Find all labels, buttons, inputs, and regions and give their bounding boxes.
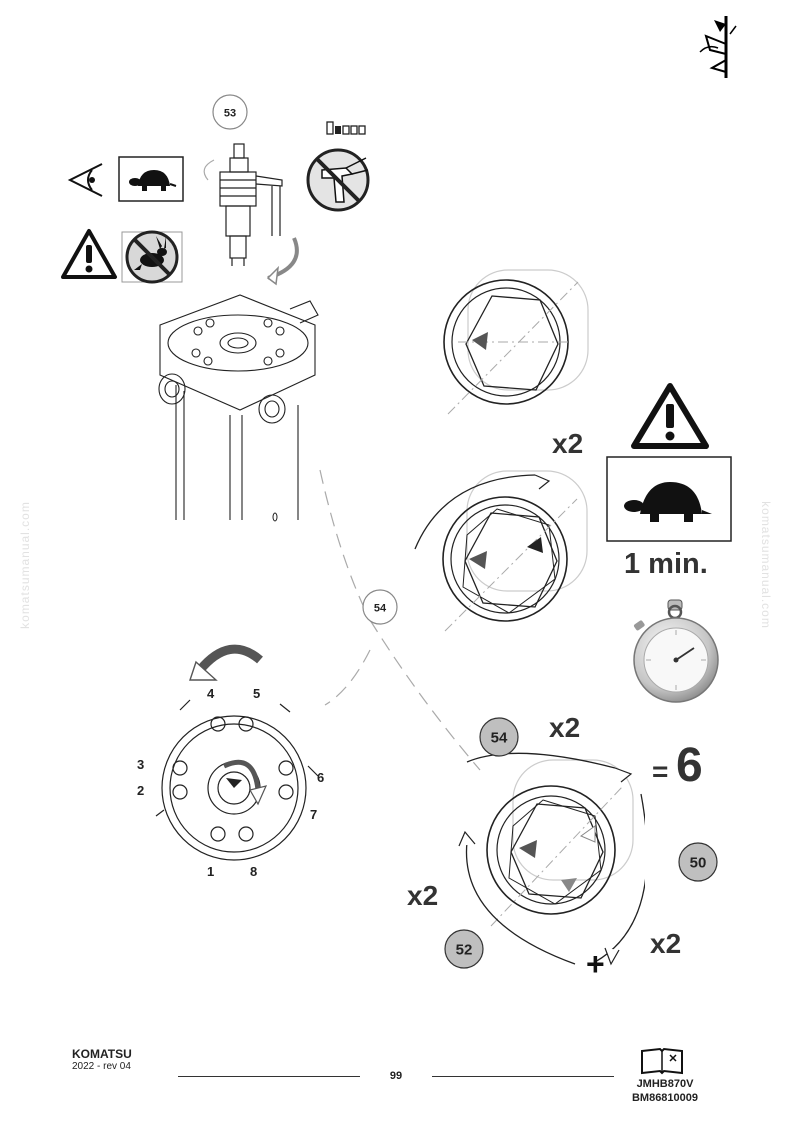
stopwatch-icon xyxy=(633,599,719,703)
no-fast-speed-sign xyxy=(121,230,183,284)
repeat-count-c: x2 xyxy=(650,928,682,959)
rotate-arrow-icon xyxy=(266,237,299,286)
repeat-count-top: x2 xyxy=(552,428,584,459)
caution-duration: 1 min. xyxy=(624,548,708,580)
bolt-label: 2 xyxy=(137,783,145,798)
no-impact-wrench-icon xyxy=(306,148,370,212)
caution-warning-icon xyxy=(631,383,709,449)
footer-brand: KOMATSU xyxy=(72,1047,132,1061)
breaker-head-drawing xyxy=(158,294,319,522)
bolt-label: 3 xyxy=(137,757,145,772)
footer-rule-left xyxy=(178,1076,360,1077)
manual-book-icon xyxy=(641,1047,683,1075)
equals-sign: = xyxy=(652,756,669,787)
step-52-label: 52 xyxy=(456,942,473,959)
hydraulic-tool-drawing xyxy=(203,143,283,266)
nut-diagram-final-sequence xyxy=(458,752,645,966)
nut-diagram-initial xyxy=(443,269,589,415)
step-53-label: 53 xyxy=(224,108,236,120)
watermark-left: komatsumanual.com xyxy=(18,501,32,629)
watermark-right: komatsumanual.com xyxy=(759,501,773,629)
eye-icon xyxy=(67,163,103,197)
step-54-marker: 54 xyxy=(362,589,398,625)
repeat-count-a: x2 xyxy=(549,712,581,743)
slow-speed-sign xyxy=(118,156,184,202)
nut-diagram-second-pass xyxy=(414,470,588,632)
footer-code-2: BM86810009 xyxy=(631,1092,699,1104)
bolt-pattern-drawing xyxy=(155,644,319,861)
step-52-marker: 52 xyxy=(444,929,484,969)
step-50-label: 50 xyxy=(690,855,707,872)
step-53-marker: 53 xyxy=(212,94,248,130)
section-tab-icon xyxy=(692,14,742,80)
step-54-label: 54 xyxy=(374,603,387,615)
footer-revision: 2022 - rev 04 xyxy=(72,1061,131,1072)
torque-level-icon xyxy=(326,121,366,135)
page-number: 99 xyxy=(389,1070,403,1082)
tortoise-icon-large xyxy=(624,482,712,522)
step-50-marker: 50 xyxy=(678,842,718,882)
slow-speed-panel xyxy=(606,456,732,542)
total-count: 6 xyxy=(676,739,703,792)
step-54-grey-label: 54 xyxy=(491,730,508,747)
footer-rule-right xyxy=(432,1076,614,1077)
repeat-count-b: x2 xyxy=(407,880,439,911)
plus-sign: + xyxy=(586,946,605,982)
tortoise-icon xyxy=(129,170,177,191)
warning-icon xyxy=(61,229,117,279)
step-54-grey-marker: 54 xyxy=(479,717,519,757)
footer-code-1: JMHB870V xyxy=(636,1078,694,1090)
